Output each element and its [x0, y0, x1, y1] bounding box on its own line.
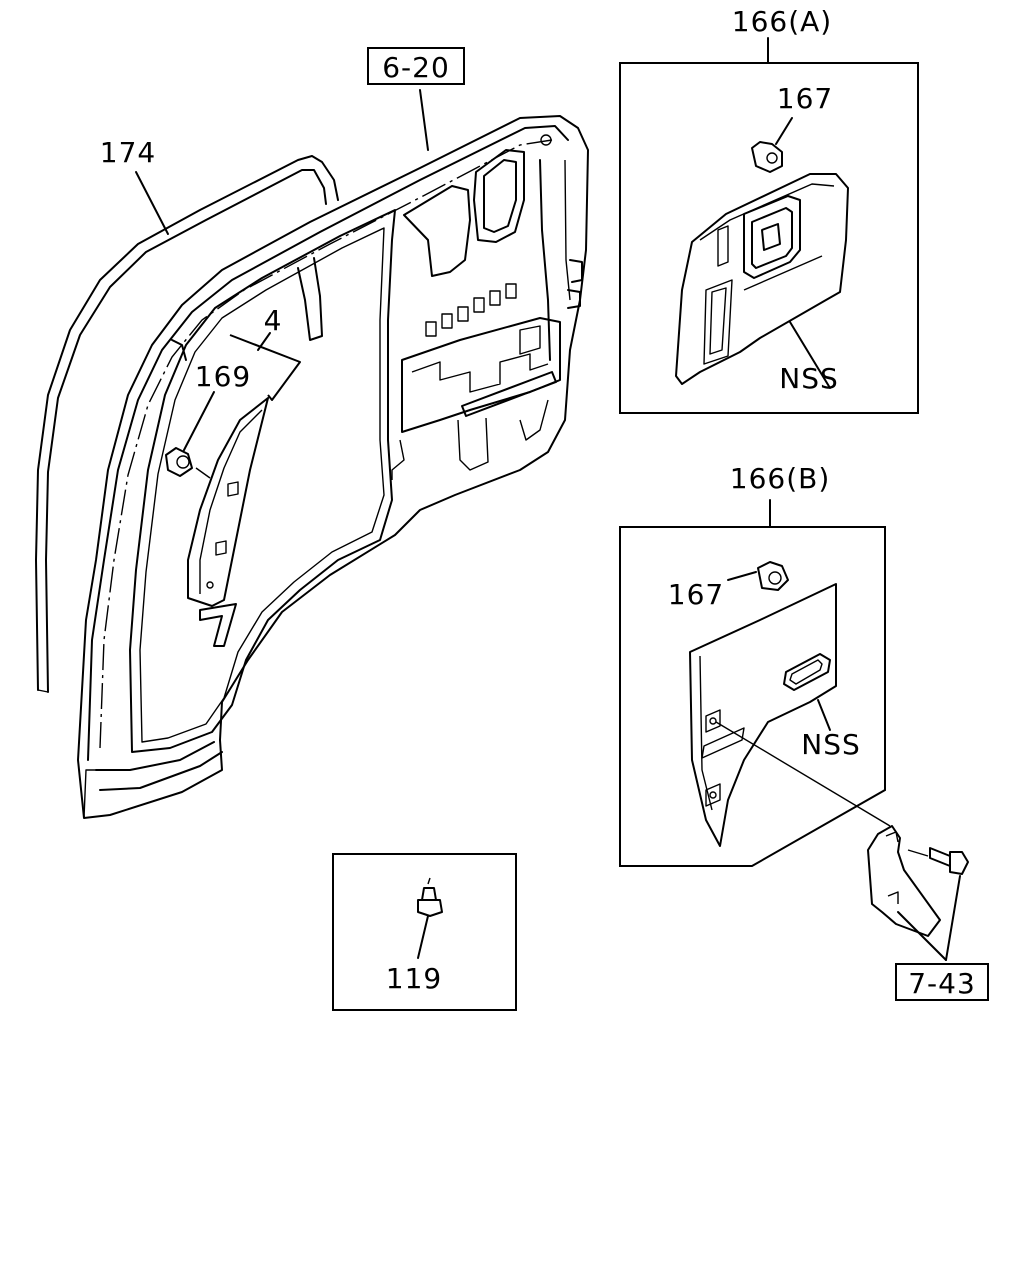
part-label-167-b: 167 [668, 578, 724, 611]
part-label-167-a: 167 [777, 82, 833, 115]
door-inner-panel [77, 115, 589, 819]
inset-119 [332, 853, 517, 1011]
part-label-169: 169 [195, 360, 251, 393]
ref-label-6-20[interactable]: 6-20 [382, 51, 450, 84]
bracket-7-43 [715, 721, 989, 1001]
part-label-174: 174 [100, 136, 156, 169]
inset-166a [619, 37, 919, 414]
pillar-garnish [187, 334, 301, 647]
leader-lines [135, 89, 429, 451]
inset-166b [619, 499, 886, 867]
part-label-166a: 166(A) [732, 5, 832, 38]
part-label-119: 119 [386, 962, 442, 995]
clip-169 [165, 447, 211, 479]
part-label-166b: 166(B) [730, 462, 831, 495]
ref-box-6-20 [367, 47, 465, 85]
part-label-4: 4 [264, 304, 283, 337]
door-weatherstrip [35, 155, 339, 693]
ref-label-7-43[interactable]: 7-43 [908, 967, 976, 1000]
nss-label-b: NSS [801, 728, 861, 761]
nss-label-a: NSS [779, 362, 839, 395]
